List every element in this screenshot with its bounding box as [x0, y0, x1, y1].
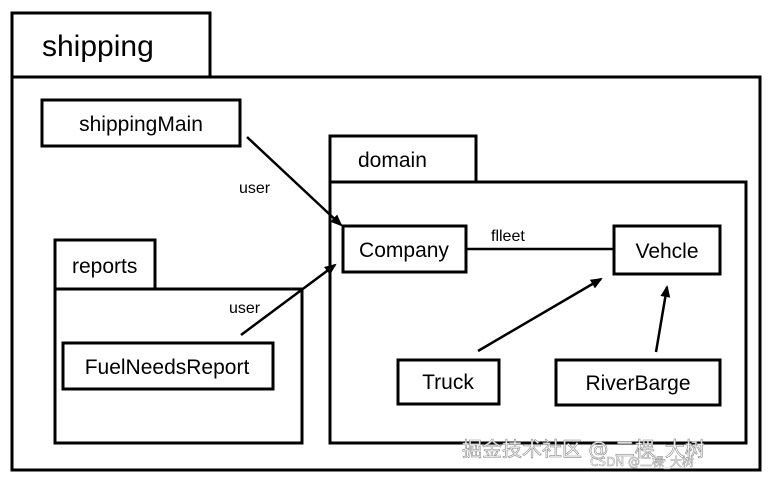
class-vehicle: Vehcle [612, 224, 722, 276]
class-truck-box [396, 358, 501, 406]
class-river-barge-box [554, 358, 722, 407]
package-shipping-tab [10, 11, 212, 79]
package-reports-label: reports [72, 255, 137, 278]
package-domain-tab [328, 134, 478, 184]
package-domain-label: domain [358, 149, 427, 172]
watermark-text: 掘金技术社区 @ 二棵_大树 [462, 437, 705, 461]
class-vehicle-box [612, 224, 722, 276]
generalization-barge-vehicle [654, 285, 671, 353]
relation-company-vehicle: flleet [466, 228, 614, 251]
package-shipping-label: shipping [42, 30, 154, 63]
relation-main-to-company: user [239, 136, 343, 227]
dependency-arrow [246, 136, 343, 227]
class-fuel-needs-report-label: FuelNeedsReport [85, 356, 250, 379]
generalization-truck-vehicle [477, 277, 603, 353]
class-shipping-main: shippingMain [40, 98, 242, 148]
class-company-label: Company [359, 239, 449, 262]
class-fuel-needs-report: FuelNeedsReport [61, 341, 275, 391]
relation-main-label: user [239, 180, 271, 197]
dependency-arrow [240, 263, 337, 337]
class-company-box [341, 224, 468, 274]
class-company: Company [341, 224, 468, 274]
cropped-header-text: ▔▔▔▔ ▔▔ [7, 0, 107, 12]
class-shipping-main-label: shippingMain [79, 113, 203, 136]
relation-report-label: user [229, 300, 261, 317]
generalization-arrow [654, 285, 671, 353]
relation-fleet-label: flleet [491, 228, 525, 245]
class-vehicle-label: Vehcle [635, 240, 698, 263]
class-river-barge-label: RiverBarge [585, 372, 690, 395]
class-river-barge: RiverBarge [554, 358, 722, 407]
package-reports-tab [53, 238, 157, 291]
relation-report-to-company: user [229, 263, 337, 337]
watermark-small-text: CSDN @二棵_大树 [590, 454, 694, 469]
class-fuel-needs-report-box [61, 341, 275, 391]
class-truck: Truck [396, 358, 501, 406]
generalization-arrow [477, 277, 603, 353]
class-shipping-main-box [40, 98, 242, 148]
class-truck-label: Truck [422, 371, 474, 394]
